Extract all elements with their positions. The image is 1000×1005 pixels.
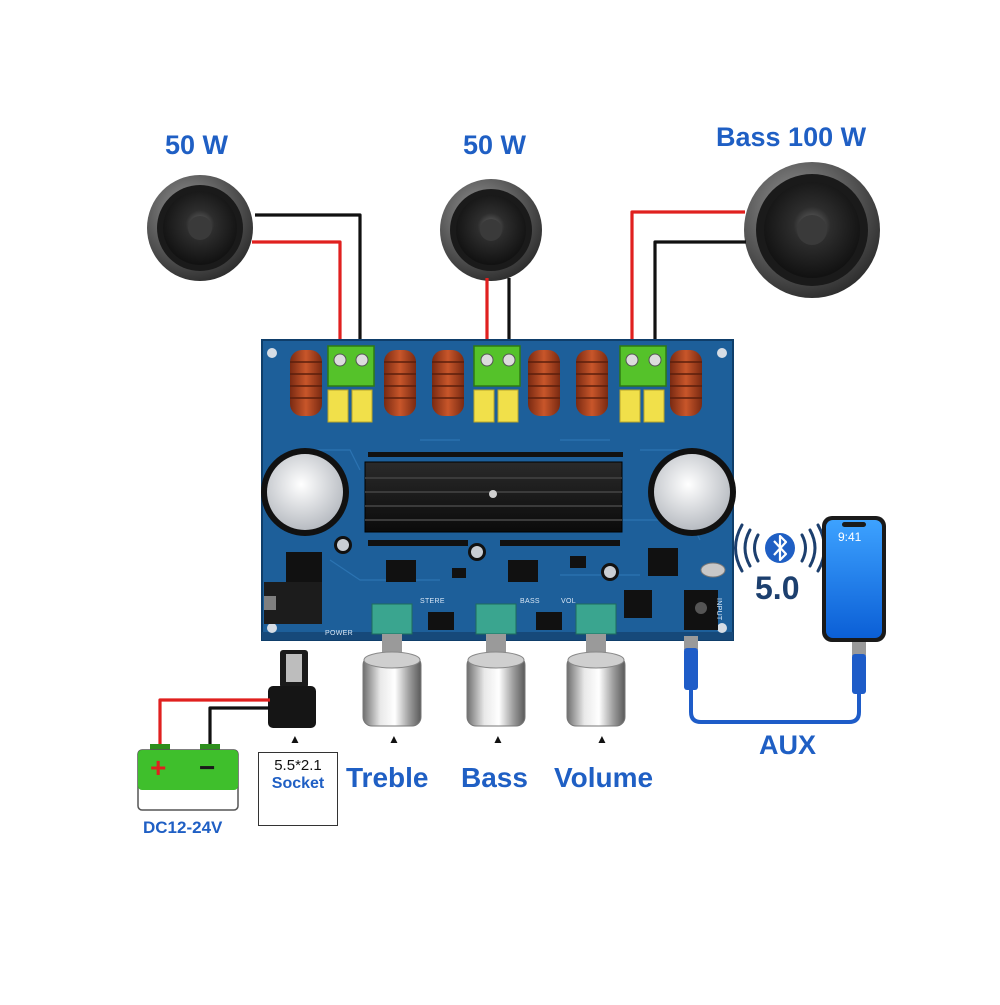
electrolytic-capacitors xyxy=(261,448,736,581)
bass-knob[interactable] xyxy=(466,634,526,727)
bluetooth-icon xyxy=(734,523,826,573)
socket-pointer-arrow: ▲ xyxy=(289,732,301,746)
speaker-terminals xyxy=(327,345,667,387)
volume-pointer-arrow: ▲ xyxy=(596,732,608,746)
smartphone xyxy=(822,516,886,642)
wire-power-black xyxy=(208,706,270,748)
socket-size-text: 5.5*2.1 xyxy=(274,757,322,774)
silkscreen-vol: VOL xyxy=(561,598,576,605)
volume-knob[interactable] xyxy=(566,634,626,727)
silkscreen-input: INPUT xyxy=(715,598,722,621)
wire-power-red xyxy=(158,698,270,748)
bluetooth-version-label: 5.0 xyxy=(755,570,800,606)
silkscreen-power: POWER xyxy=(325,630,353,637)
battery-minus-sign: − xyxy=(199,752,216,783)
wire-sub-black xyxy=(653,240,746,360)
treble-pointer-arrow: ▲ xyxy=(388,732,400,746)
speaker-left xyxy=(147,175,253,281)
speaker-subwoofer xyxy=(744,162,880,298)
treble-knob[interactable] xyxy=(362,634,422,727)
treble-label: Treble xyxy=(346,762,429,793)
aux-jack-socket xyxy=(684,590,718,630)
bass-pointer-arrow: ▲ xyxy=(492,732,504,746)
battery-plus-sign: + xyxy=(150,752,167,783)
film-capacitors xyxy=(327,389,665,423)
socket-spec-box: 5.5*2.1 Socket xyxy=(258,752,338,826)
aux-cable xyxy=(684,636,866,724)
potentiometers xyxy=(371,603,617,635)
wire-sub-red xyxy=(630,210,745,360)
silkscreen-bass: BASS xyxy=(520,598,540,605)
battery xyxy=(137,744,239,811)
speaker-left-label: 50 W xyxy=(165,130,229,160)
battery-voltage-label: DC12-24V xyxy=(143,818,223,837)
amplifier-board xyxy=(261,339,736,641)
dc-plug xyxy=(268,650,316,728)
socket-word-text: Socket xyxy=(271,775,325,792)
pin-headers xyxy=(368,452,623,546)
speaker-center-label: 50 W xyxy=(463,130,527,160)
dc-input-jack xyxy=(264,552,322,624)
volume-label: Volume xyxy=(554,762,654,793)
ic-chips xyxy=(386,548,678,630)
power-wires xyxy=(158,698,270,748)
silkscreen-stereo: STERE xyxy=(420,598,445,605)
speaker-center xyxy=(440,179,542,281)
wire-left-red xyxy=(252,240,342,360)
bass-label: Bass xyxy=(461,762,528,793)
heatsink xyxy=(364,461,623,533)
wire-left-black xyxy=(255,213,362,360)
speaker-subwoofer-label: Bass 100 W xyxy=(716,122,867,152)
aux-label: AUX xyxy=(759,730,817,760)
phone-time: 9:41 xyxy=(838,530,862,544)
inductors xyxy=(290,350,702,416)
